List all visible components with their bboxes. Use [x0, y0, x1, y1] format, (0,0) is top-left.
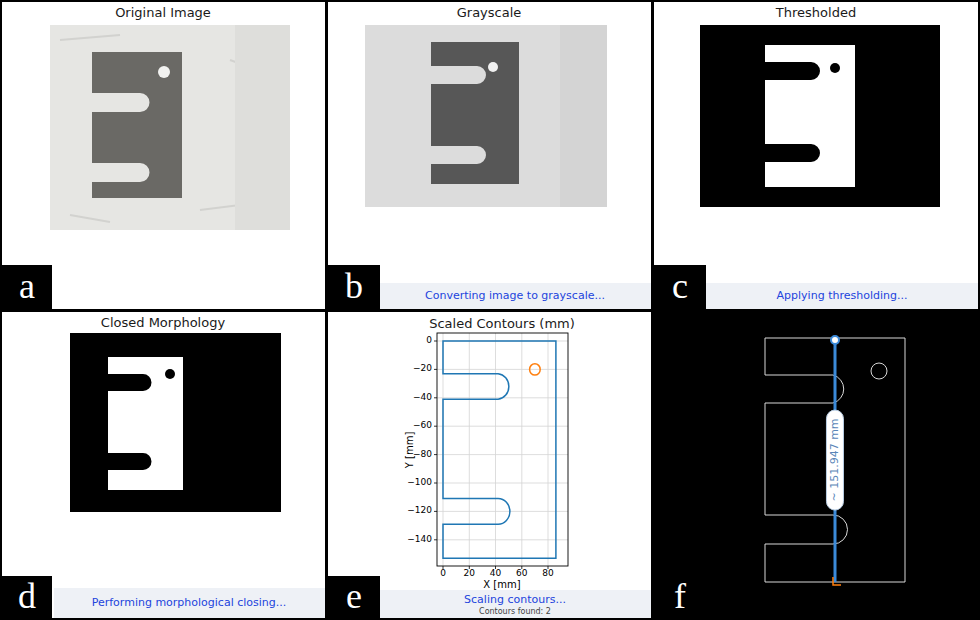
panel-title: Closed Morphology — [101, 316, 225, 331]
status-bar — [380, 283, 651, 309]
status-bar — [54, 588, 325, 618]
axis-title: X [mm] — [483, 579, 520, 590]
closed-plate — [108, 357, 183, 490]
tick-marks — [434, 341, 548, 569]
tick-label: −140 — [407, 535, 432, 545]
status-text: Scaling contours... — [464, 594, 566, 607]
gray-hole — [488, 62, 498, 72]
threshold-plate — [765, 45, 855, 187]
tick-label: 40 — [490, 569, 501, 579]
status-text: Performing morphological closing... — [92, 597, 287, 610]
gray-background — [365, 25, 607, 207]
panel-letter: d — [18, 577, 36, 617]
status-text: Applying thresholding... — [777, 290, 908, 303]
closed-hole — [165, 369, 175, 379]
tick-label: −80 — [413, 450, 432, 460]
threshold-background — [700, 25, 940, 207]
measure-line — [834, 340, 837, 582]
plate-outline — [765, 338, 905, 582]
letter-boxes — [2, 265, 706, 618]
tick-label: −60 — [413, 421, 432, 431]
measure-background — [653, 311, 980, 620]
closed-slot — [108, 374, 152, 470]
image-panel: Closed MorphologyPerforming morphologica… — [0, 310, 327, 620]
plate-contour — [443, 341, 556, 558]
status-text: Converting image to grayscale... — [425, 290, 605, 303]
hole-contour — [530, 364, 541, 375]
axis-title: Y [mm] — [404, 432, 415, 469]
panel-letter: e — [346, 577, 362, 617]
gray-plate — [431, 42, 519, 184]
image-panel: GrayscaleConverting image to grayscale..… — [326, 0, 653, 311]
panel-letter: f — [674, 577, 686, 617]
plate-slot — [92, 93, 150, 182]
tick-label: −100 — [407, 478, 432, 488]
panel-title: Grayscale — [457, 6, 522, 21]
photo-shade — [235, 25, 290, 230]
metal-plate — [92, 52, 182, 198]
closed-background — [70, 333, 281, 512]
image-panel: ThresholdedApplying thresholding... — [652, 0, 980, 311]
image-panel: Original Image — [0, 0, 327, 311]
status-note: Contours found: 2 — [479, 607, 551, 616]
threshold-slot — [765, 62, 820, 162]
panel-letter: b — [345, 267, 363, 307]
gray-slot — [431, 66, 486, 164]
panel-title: Thresholded — [776, 6, 856, 21]
tick-label: 80 — [542, 569, 553, 579]
plot-frame — [437, 333, 568, 566]
panel-letter: a — [19, 267, 35, 307]
tick-label: 0 — [440, 569, 446, 579]
plot-grid — [437, 333, 568, 566]
measure-handle — [831, 336, 839, 344]
panel-title: Scaled Contours (mm) — [429, 317, 575, 332]
photo-background — [50, 25, 290, 230]
dimension-label: ~ 151.947 mm — [826, 409, 844, 510]
tick-label: −20 — [413, 364, 432, 374]
status-bar — [706, 283, 978, 309]
tick-label: −120 — [407, 506, 432, 516]
tick-label: 60 — [516, 569, 527, 579]
tick-label: 0 — [426, 336, 432, 346]
plate-hole — [158, 66, 170, 78]
hole-outline — [871, 363, 887, 379]
measure-end-marker — [833, 577, 841, 585]
image-panel: Scaled Contours (mm) Scaling contours...C… — [326, 310, 653, 620]
panel-letter: c — [672, 267, 688, 307]
panel-title: Original Image — [115, 6, 211, 21]
tick-label: 20 — [464, 569, 475, 579]
threshold-hole — [830, 63, 840, 73]
gray-shade — [560, 25, 607, 207]
tick-label: −40 — [413, 393, 432, 403]
status-bar — [380, 590, 651, 618]
